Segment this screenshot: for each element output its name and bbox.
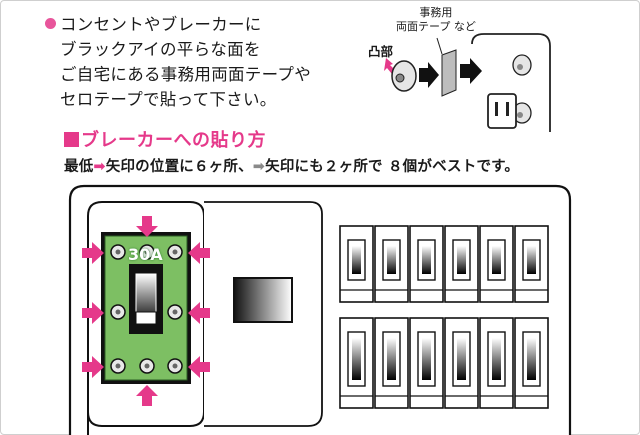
outlet-illustration (384, 33, 551, 132)
branch-breaker (514, 225, 549, 303)
intro-line-3: ご自宅にある事務用両面テープや (60, 65, 312, 84)
branch-breaker (374, 225, 409, 303)
heading-square-icon (64, 132, 79, 147)
branch-breaker (339, 225, 374, 303)
instruction-line: 最低➡矢印の位置に６ヶ所、➡矢印にも２ヶ所で ８個がベストです。 (64, 159, 520, 175)
outlet-plate (471, 33, 551, 132)
tape-piece (441, 49, 457, 97)
intro-line-1: コンセントやブレーカーに (60, 15, 262, 34)
breaker-rating: 30A (128, 245, 163, 264)
bullet-dot-icon (45, 18, 56, 29)
bump-label: 凸部 (368, 44, 394, 59)
intro-line-4: セロテープで貼って下さい。 (60, 90, 277, 109)
branch-breaker (514, 317, 549, 409)
gray-arrow-icon: ➡ (252, 159, 266, 175)
branch-breaker (374, 317, 409, 409)
middle-switch (233, 277, 293, 323)
pink-arrow-icon: ➡ (93, 159, 106, 175)
tape-pointer-line (436, 37, 443, 55)
branch-breaker (479, 225, 514, 303)
branch-breaker (479, 317, 514, 409)
branch-breaker (339, 317, 374, 409)
section-heading: ブレーカーへの貼り方 (64, 126, 266, 152)
branch-breakers (339, 225, 549, 409)
intro-line-2: ブラックアイの平らな面を (60, 40, 261, 59)
branch-breaker (409, 317, 444, 409)
placement-arrow-icons (82, 216, 210, 406)
branch-breaker (409, 225, 444, 303)
branch-breaker (444, 225, 479, 303)
branch-breaker (444, 317, 479, 409)
black-arrow-icon (419, 62, 439, 88)
intro-text: コンセントやブレーカーに ブラックアイの平らな面を ご自宅にある事務用両面テープ… (45, 12, 370, 112)
tape-label: 事務用 両面テープ など (396, 6, 476, 33)
black-arrow-icon-2 (460, 58, 482, 84)
